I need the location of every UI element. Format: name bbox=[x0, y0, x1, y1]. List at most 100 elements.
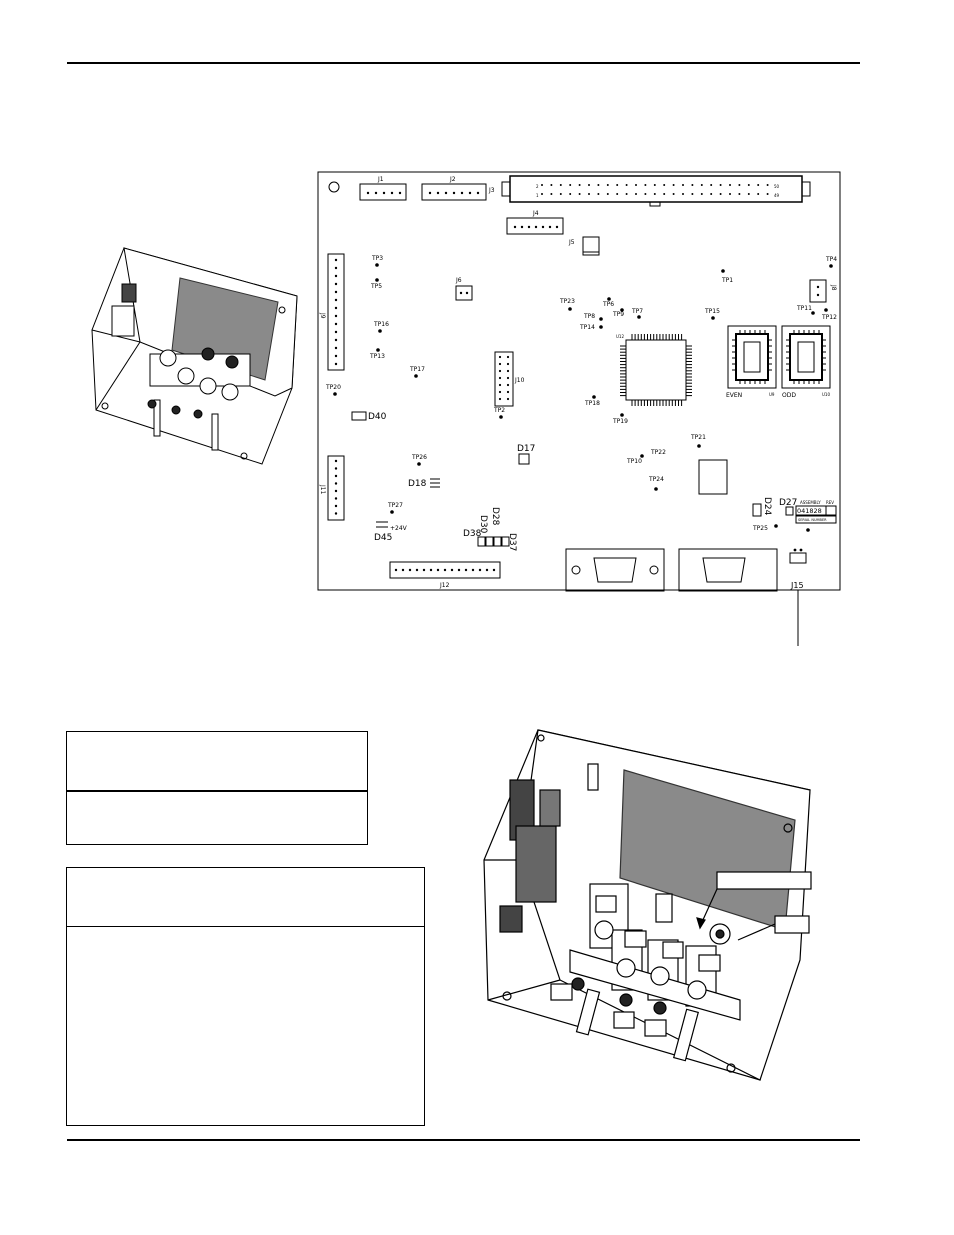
pin-dot bbox=[672, 184, 675, 186]
pin-dot bbox=[653, 184, 656, 186]
pin-dot bbox=[498, 362, 502, 366]
tp-tp7-label: TP7 bbox=[631, 308, 643, 315]
pin-dot bbox=[506, 376, 510, 380]
enclosure-illustration-small bbox=[91, 247, 298, 465]
pin-dot bbox=[597, 184, 600, 186]
connector-j3-pin-50: 50 bbox=[774, 184, 780, 189]
pin-dot bbox=[334, 459, 338, 463]
pin-dot bbox=[334, 290, 338, 294]
pin-dot bbox=[333, 392, 337, 396]
diode-d40-body bbox=[351, 411, 367, 421]
pin-dot bbox=[559, 184, 562, 186]
pin-dot bbox=[606, 193, 609, 195]
pin-dot bbox=[620, 413, 624, 417]
pin-dot bbox=[672, 193, 675, 195]
pin-dot bbox=[443, 568, 447, 572]
callout-box-1 bbox=[595, 895, 617, 913]
connector-j2-label: J2 bbox=[449, 176, 456, 183]
pin-dot bbox=[498, 390, 502, 394]
pin-dot bbox=[498, 355, 502, 359]
pin-dot bbox=[682, 193, 684, 195]
pin-dot bbox=[599, 325, 603, 329]
enclosure-illustration-large bbox=[483, 729, 812, 1081]
diode-d18-label: D18 bbox=[408, 479, 427, 489]
chip-u10-label: U10 bbox=[822, 392, 830, 397]
pin-dot bbox=[663, 184, 666, 186]
d27-box bbox=[785, 506, 794, 516]
bottom-rule bbox=[67, 1139, 860, 1141]
pin-dot bbox=[616, 193, 619, 195]
pin-dot bbox=[422, 568, 426, 572]
tp-tp5-label: TP5 bbox=[370, 283, 382, 290]
pin-dot bbox=[700, 193, 703, 195]
pin-dot bbox=[757, 184, 760, 186]
connector-j15-label: J15 bbox=[790, 581, 804, 590]
connector-j10-pins bbox=[498, 355, 510, 401]
pin-dot bbox=[824, 308, 828, 312]
diode-d45-label: D45 bbox=[374, 533, 392, 543]
pin-dot bbox=[653, 193, 656, 195]
pin-dot bbox=[578, 193, 581, 195]
tp-tp14-label: TP14 bbox=[579, 324, 595, 331]
pin-dot bbox=[429, 568, 433, 572]
callout-leader-9 bbox=[737, 923, 776, 941]
pin-dot bbox=[334, 497, 338, 500]
tp-tp17-label: TP17 bbox=[409, 366, 425, 373]
pin-dot bbox=[436, 568, 440, 572]
connector-j12-label: J12 bbox=[439, 582, 450, 589]
connector-j1-pins bbox=[366, 191, 402, 195]
connector-j11-label: J11 bbox=[319, 484, 326, 495]
tp-tp10-label: TP10 bbox=[626, 458, 642, 465]
pin-dot bbox=[663, 193, 666, 195]
callout-box-2 bbox=[624, 930, 647, 948]
pin-dot bbox=[394, 568, 398, 572]
pin-dot bbox=[697, 444, 701, 448]
pin-dot bbox=[408, 568, 412, 572]
pin-dot bbox=[334, 338, 338, 342]
tp-tp27-label: TP27 bbox=[387, 502, 403, 509]
assembly-number: 041828 bbox=[797, 507, 822, 515]
pin-dot bbox=[506, 390, 510, 394]
tp-tp21-label: TP21 bbox=[690, 434, 706, 441]
connector-j2-pins bbox=[428, 191, 480, 195]
connector-j3-pin-2: 2 bbox=[536, 184, 539, 189]
pin-dot bbox=[550, 193, 553, 195]
connector-j3-pins bbox=[541, 184, 769, 195]
connector-j3-key bbox=[649, 201, 661, 207]
tp-tp16-label: TP16 bbox=[373, 321, 389, 328]
pin-dot bbox=[334, 504, 338, 508]
pin-dot bbox=[414, 374, 418, 378]
pin-dot bbox=[710, 184, 713, 186]
diode-array-body bbox=[477, 536, 510, 547]
diode-d27-label: D27 bbox=[779, 498, 797, 508]
callout-box-9 bbox=[774, 915, 810, 934]
tp-tp12-label: TP12 bbox=[821, 314, 837, 321]
tp-tp24-label: TP24 bbox=[648, 476, 664, 483]
connector-j2 bbox=[421, 183, 487, 201]
pin-dot bbox=[334, 482, 338, 485]
pin-dot bbox=[334, 346, 338, 350]
pin-dot bbox=[498, 397, 502, 401]
connector-j3-pin-1: 1 bbox=[536, 193, 539, 198]
pin-dot bbox=[334, 512, 338, 515]
pin-dot bbox=[559, 193, 562, 195]
pin-dot bbox=[506, 362, 510, 366]
pin-dot bbox=[606, 184, 609, 186]
pin-dot bbox=[738, 193, 741, 195]
pin-dot bbox=[569, 184, 572, 186]
pin-dot bbox=[334, 314, 338, 318]
pin-dot bbox=[334, 474, 338, 478]
pin-dot bbox=[390, 510, 394, 514]
pin-dot bbox=[757, 193, 760, 195]
pin-dot bbox=[541, 184, 543, 186]
db9-connector-right bbox=[678, 548, 778, 592]
pin-dot bbox=[766, 184, 769, 186]
diode-d18-body bbox=[430, 478, 440, 488]
pin-dot bbox=[464, 568, 468, 572]
pin-dot bbox=[334, 467, 338, 470]
pin-dot bbox=[607, 297, 611, 301]
connector-j5-label: J5 bbox=[568, 239, 575, 246]
pin-dot bbox=[729, 193, 731, 195]
info-box-1-divider bbox=[67, 790, 367, 792]
pin-dot bbox=[550, 184, 553, 186]
